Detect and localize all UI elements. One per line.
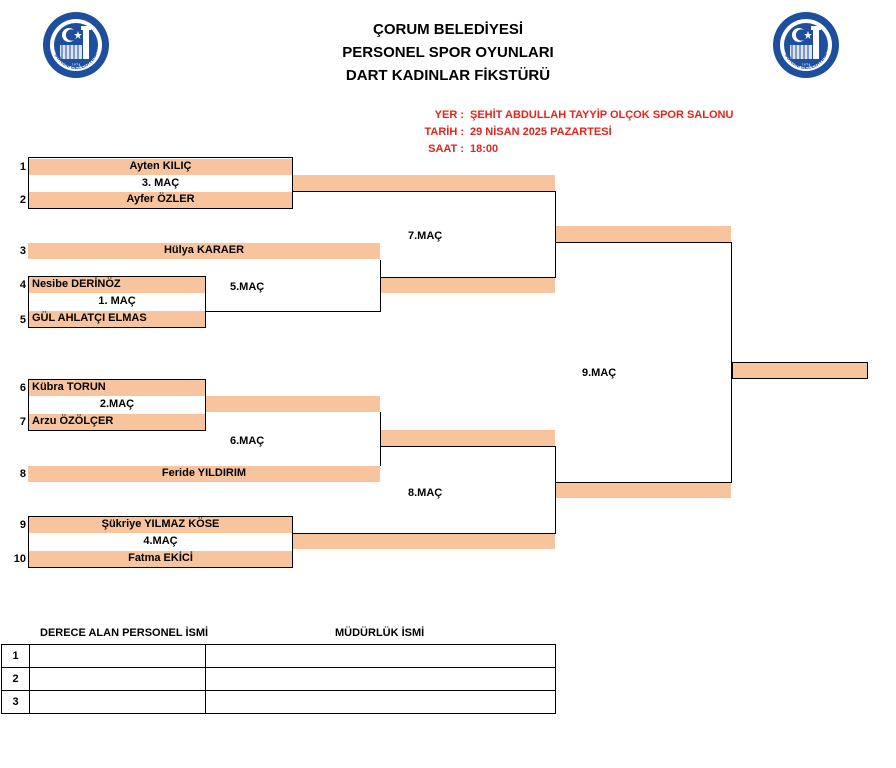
seed-number: 5: [19, 314, 26, 326]
dept-cell[interactable]: [205, 690, 556, 714]
rank-cell: 1: [1, 644, 30, 668]
dept-cell[interactable]: [205, 667, 556, 691]
time-label: SAAT :: [428, 143, 464, 155]
date-value: 29 NİSAN 2025 PAZARTESİ: [470, 126, 612, 138]
results-header-person: DERECE ALAN PERSONEL İSMİ: [40, 627, 209, 639]
bracket-line: [293, 191, 556, 192]
seed-number: 3: [19, 245, 26, 257]
seed-number: 9: [19, 519, 26, 531]
person-cell[interactable]: [29, 690, 206, 714]
corum-logo-left-icon: 1874 ÇORUM BELEDİYESİ: [43, 12, 109, 78]
bracket-line: [206, 311, 381, 312]
logo-left-year: 1874: [72, 62, 82, 67]
logo-right-year: 1874: [802, 62, 812, 67]
bracket-line: [556, 482, 732, 483]
person-cell[interactable]: [29, 644, 206, 668]
match-2-label: 2.MAÇ: [99, 398, 135, 410]
match-1-label: 1. MAÇ: [98, 295, 136, 307]
place-label: YER :: [434, 109, 464, 121]
player-slot-3: Hülya KARAER: [28, 243, 380, 259]
corum-logo-right-icon: 1874 ÇORUM BELEDİYESİ: [773, 12, 839, 78]
time-value: 18:00: [470, 143, 499, 155]
table-row: 3: [1, 690, 556, 714]
match-8-label: 8.MAÇ: [408, 487, 443, 499]
player-slot-9: Şükriye YILMAZ KÖSE: [29, 517, 292, 533]
match-7-winner-slot: [556, 226, 731, 242]
bracket-line: [556, 242, 732, 243]
place-value: ŞEHİT ABDULLAH TAYYİP OLÇOK SPOR SALONU: [470, 109, 734, 121]
match-3-winner-slot: [293, 175, 555, 191]
title-municipality: ÇORUM BELEDİYESİ: [372, 21, 523, 38]
seed-number: 7: [19, 416, 26, 428]
results-header-dept: MÜDÜRLÜK İSMİ: [335, 627, 425, 639]
seed-number: 10: [13, 553, 26, 565]
seed-number: 6: [19, 382, 26, 394]
player-slot-5: GÜL AHLATÇI ELMAS: [29, 311, 205, 327]
match-3-label: 3. MAÇ: [141, 177, 180, 189]
match-4-box: [28, 516, 293, 568]
match-5-winner-slot: [381, 277, 555, 293]
bracket-line: [381, 446, 556, 447]
match-8-winner-slot: [556, 482, 731, 498]
match-2-winner-slot: [206, 396, 380, 412]
player-slot-4: Nesibe DERİNÖZ: [29, 277, 205, 293]
bracket-line: [381, 277, 556, 278]
rank-cell: 2: [1, 667, 30, 691]
seed-number: 8: [19, 468, 26, 480]
bracket-line: [293, 533, 556, 534]
match-9-label: 9.MAÇ: [582, 367, 617, 379]
match-3-box: [28, 157, 293, 209]
bracket-line: [555, 191, 556, 277]
seed-number: 1: [19, 161, 26, 173]
person-cell[interactable]: [29, 667, 206, 691]
bracket-line: [731, 242, 732, 482]
player-slot-1: Ayten KILIÇ: [29, 159, 292, 175]
title-fixture: DART KADINLAR FİKSTÜRÜ: [345, 67, 551, 84]
player-slot-10: Fatma EKİCİ: [29, 551, 292, 567]
match-1-box: [28, 276, 206, 328]
player-slot-6: Kübra TORUN: [29, 380, 205, 396]
match-2-box: [28, 379, 206, 431]
bracket-line: [380, 412, 381, 466]
date-label: TARİH :: [424, 126, 464, 138]
seed-number: 4: [19, 279, 26, 291]
match-6-winner-slot: [381, 430, 555, 446]
player-slot-2: Ayfer ÖZLER: [29, 192, 292, 208]
table-row: 2: [1, 667, 556, 691]
bracket-line: [380, 260, 381, 311]
player-slot-7: Arzu ÖZÖLÇER: [29, 414, 205, 430]
match-6-label: 6.MAÇ: [230, 435, 265, 447]
dept-cell[interactable]: [205, 644, 556, 668]
match-4-label: 4.MAÇ: [143, 535, 178, 547]
match-5-label: 5.MAÇ: [230, 281, 265, 293]
rank-cell: 3: [1, 690, 30, 714]
player-slot-8: Feride YILDIRIM: [28, 466, 380, 482]
seed-number: 2: [19, 194, 26, 206]
match-4-winner-slot: [293, 533, 555, 549]
champion-slot: [732, 362, 868, 379]
match-7-label: 7.MAÇ: [408, 230, 443, 242]
bracket-line: [555, 446, 556, 533]
title-event: PERSONEL SPOR OYUNLARI: [342, 44, 554, 61]
results-table: 1 2 3: [1, 644, 556, 714]
table-row: 1: [1, 644, 556, 668]
